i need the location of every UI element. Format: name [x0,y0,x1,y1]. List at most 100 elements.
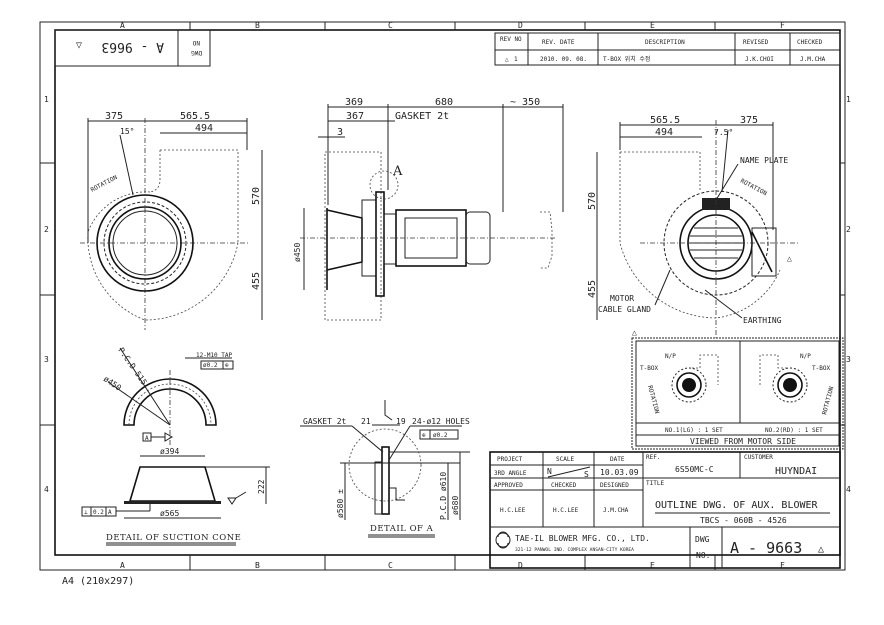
dim-350: ~ 350 [510,97,540,108]
holes-position-icon: ⊕ [422,432,426,439]
suction-cone-title: DETAIL OF SUCTION CONE [106,533,241,543]
company-address: 321-12 PANWOL IND. COMPLEX ANSAN-CITY KO… [515,547,634,553]
earthing-label: EARTHING [743,316,782,325]
checked-header: CHECKED [797,39,823,46]
scale-s: S [584,470,589,479]
inner-frame [54,29,841,556]
customer-value: HUYNDAI [775,466,817,477]
drawing-title: OUTLINE DWG. OF AUX. BLOWER [655,500,819,511]
suction-cone-detail: P.C.D 515 ø450 12-M10 TAP ø0.2 ⊕ A ø394 … [81,346,270,546]
approved-label: APPROVED [494,482,523,489]
date-label: DATE [610,456,625,463]
rear-dim-494: 494 [655,127,673,138]
datum-a: A [145,435,149,442]
zone-row-1-right: 1 [846,95,851,104]
ref-label: REF. [646,454,660,461]
scale-n: N [547,467,552,476]
rev-number: 1 [514,56,518,63]
rev-revised: J.K.CHOI [745,56,774,63]
zone-col-e: E [650,21,655,30]
zone-col-b-bottom: B [255,561,260,570]
zone-col-c: C [388,21,393,30]
right-caption: NO.2(RD) : 1 SET [765,427,823,434]
dim-455: 455 [251,272,262,290]
motor-side-views: N/P T-BOX ROTATION N/P T-BOX ROTATION NO… [631,337,844,450]
holes-label: 24-ø12 HOLES [412,417,470,426]
ref-value: 6S50MC-C [675,465,714,474]
rev-date-header: REV. DATE [542,39,575,46]
paper-size: A4 (210x297) [62,576,134,587]
perpendicularity-icon: ⊥ [84,509,88,516]
zone-col-b: B [255,21,260,30]
rear-rotation-label: ROTATION [739,178,768,198]
gasket-label: GASKET 2t [395,111,449,122]
zone-col-f-bottom: F [780,561,785,570]
dim-19: 19 [396,417,406,426]
rear-dim-570: 570 [587,192,598,210]
drawing-subtitle: TBCS - 060B - 4526 [700,516,787,525]
rev-triangle-inverted: △ [76,40,82,51]
left-caption: NO.1(LG) : 1 SET [665,427,723,434]
pcd-610: P.C.D ø610 [439,472,448,520]
rev-checked: J.M.CHA [800,56,826,63]
zone-row-2-right: 2 [846,225,851,234]
rotation-label-left: ROTATION [646,385,660,415]
rear-dim-375: 375 [740,115,758,126]
rev-date: 2010. 09. 08. [540,56,587,63]
dim-375: 375 [105,111,123,122]
zone-col-e-bottom: E [650,561,655,570]
drawing-date: 10.03.09 [600,468,639,477]
rev-description: T-BOX 위치 수정 [603,55,650,63]
perp-datum: A [108,509,112,516]
zone-col-a: A [120,21,125,30]
dia-580: ø580 ± [336,489,345,518]
dim-680: 680 [435,97,453,108]
detail-a-title: DETAIL OF A [370,524,434,534]
zone-row-3-right: 3 [846,355,851,364]
viewed-from-motor-side: VIEWED FROM MOTOR SIDE [690,437,796,446]
zone-row-4: 4 [44,485,49,494]
zone-row-2: 2 [44,225,49,234]
dwg-label-inverted: DWG [191,49,202,56]
dim-369: 369 [345,97,363,108]
position-symbol-icon: ⊕ [225,362,229,369]
side-view: 369 680 ~ 350 367 GASKET 2t 3 A ø450 [293,97,564,321]
dwg-no-inverted: A - 9663 [101,39,164,54]
dim-565-5: 565.5 [180,111,210,122]
holes-tolerance: ø0.2 [433,432,448,439]
tbox-label-right: T-BOX [812,365,830,372]
pcd-515: P.C.D 515 [116,346,148,387]
tbox-label-left: T-BOX [640,365,658,372]
cable-gland-label: CABLE GLAND [598,305,651,314]
tap-label: 12-M10 TAP [196,352,233,359]
projection: 3RD ANGLE [494,470,527,477]
rev-no-header: REV NO [500,36,522,43]
tap-tolerance: ø0.2 [203,362,218,369]
drawing-number: A - 9663 [730,539,802,557]
rotation-label: ROTATION [90,174,119,194]
scale-label: SCALE [556,456,574,463]
title-label: TITLE [646,480,664,487]
zone-labels: A B C D E F A B C D E F 1 2 3 4 1 2 3 4 [44,21,851,570]
np-label-right: N/P [800,353,811,360]
dim-367: 367 [346,111,364,122]
height-222: 222 [257,479,266,494]
title-block: PROJECT SCALE DATE 3RD ANGLE N S 10.03.0… [489,451,841,569]
no-label: NO. [696,551,710,560]
name-plate-label: NAME PLATE [740,156,788,165]
rotation-label-right: ROTATION [821,385,835,415]
zone-col-d-bottom: D [518,561,523,570]
zone-col-a-bottom: A [120,561,125,570]
motor-label: MOTOR [610,294,634,303]
outer-frame [39,21,846,571]
dim-494: 494 [195,123,213,134]
perp-tolerance: 0.2 [93,509,104,516]
zone-col-c-bottom: C [388,561,393,570]
customer-label: CUSTOMER [744,454,773,461]
rear-view: 565.5 375 494 7.5° NAME PLATE ROTATION 5… [587,115,800,340]
dia-680: ø680 [451,496,460,515]
rev-mark-triangle-2: △ [632,328,637,337]
zone-col-d: D [518,21,523,30]
dia-450: ø450 [293,243,302,262]
